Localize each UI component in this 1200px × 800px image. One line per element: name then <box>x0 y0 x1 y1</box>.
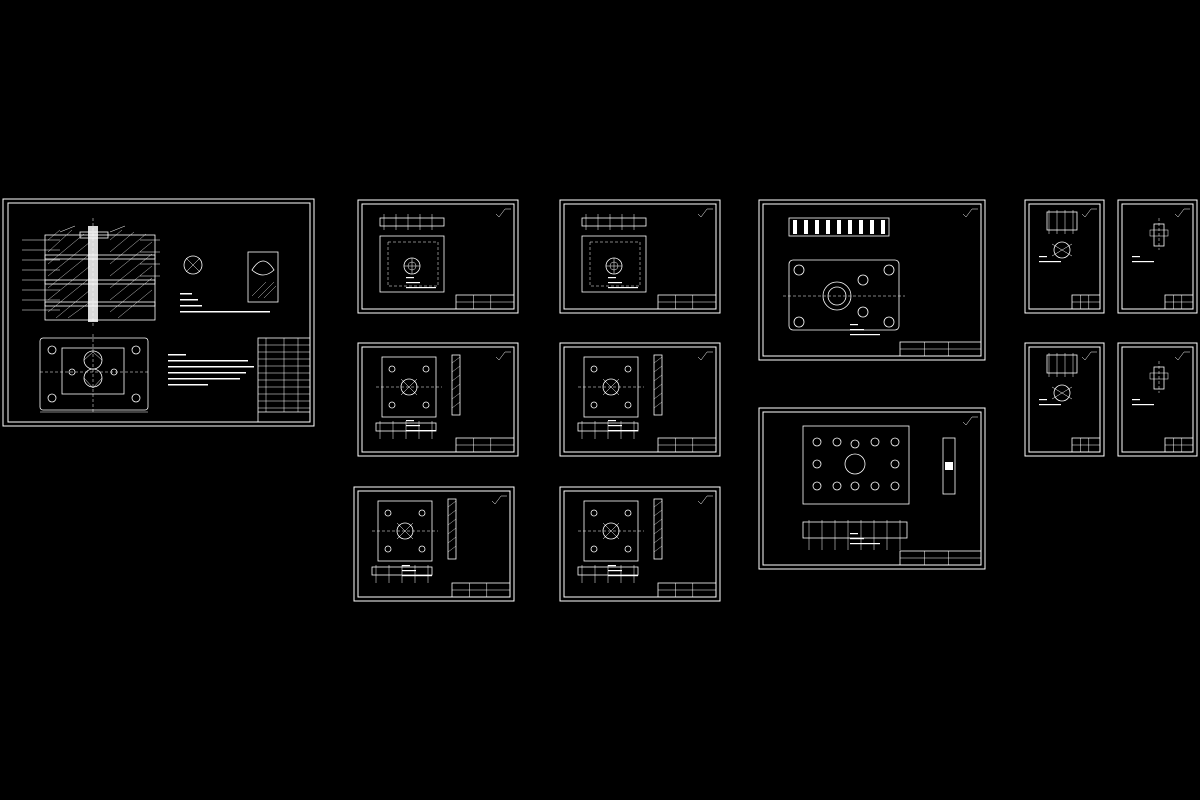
part-geometry <box>371 498 457 583</box>
sheet-border-outer <box>1117 342 1198 457</box>
part-geometry <box>375 354 461 439</box>
sheet-part-c[interactable] <box>357 342 519 457</box>
sheet-border-inner <box>361 203 515 310</box>
roughness-mark <box>697 495 713 505</box>
roughness-mark <box>1081 351 1097 361</box>
sheet-border-outer <box>357 342 519 457</box>
sheet-border-outer <box>1024 199 1105 314</box>
part-geometry <box>1149 361 1169 393</box>
sheet-border-outer <box>1024 342 1105 457</box>
sheet-border-outer <box>559 342 721 457</box>
technical-notes <box>608 420 638 432</box>
technical-notes <box>850 533 880 545</box>
sheet-border-inner <box>762 203 982 357</box>
assembly-technical-notes <box>168 293 270 386</box>
title-block <box>899 550 982 566</box>
part-geometry <box>577 354 663 439</box>
sheet-border-inner <box>563 203 717 310</box>
sheet-part-i[interactable] <box>1024 199 1105 314</box>
technical-notes <box>1039 256 1061 263</box>
sheet-border-inner <box>762 411 982 566</box>
sheet-border-inner <box>1028 346 1101 453</box>
roughness-mark <box>491 495 507 505</box>
roughness-mark <box>495 351 511 361</box>
sheet-border-inner <box>7 202 311 423</box>
sheet-border-inner <box>563 346 717 453</box>
roughness-mark <box>495 208 511 218</box>
part-geometry <box>581 214 647 293</box>
part-geometry <box>1046 210 1078 259</box>
sheet-border-inner <box>1121 346 1194 453</box>
sheet-part-d[interactable] <box>559 342 721 457</box>
technical-notes <box>1132 399 1154 406</box>
technical-notes <box>608 565 638 577</box>
title-block <box>455 294 515 310</box>
technical-notes <box>402 565 432 577</box>
technical-notes <box>608 277 638 289</box>
sheet-border-outer <box>758 199 986 361</box>
sheet-part-b[interactable] <box>559 199 721 314</box>
part-geometry <box>802 425 956 550</box>
sheet-border-outer <box>2 198 315 427</box>
technical-notes <box>1039 399 1061 406</box>
assembly-part-profile <box>183 251 279 303</box>
part-geometry <box>577 498 663 583</box>
part-geometry <box>1046 353 1078 402</box>
title-block <box>1164 437 1194 453</box>
title-block <box>657 294 717 310</box>
technical-notes <box>406 420 436 432</box>
title-block <box>1071 437 1101 453</box>
roughness-mark <box>1174 208 1190 218</box>
sheet-border-outer <box>357 199 519 314</box>
part-geometry <box>379 214 445 293</box>
sheet-part-a[interactable] <box>357 199 519 314</box>
part-geometry <box>783 217 905 331</box>
title-block <box>1071 294 1101 310</box>
title-block <box>1164 294 1194 310</box>
sheet-border-outer <box>353 486 515 602</box>
sheet-part-h[interactable] <box>758 407 986 570</box>
roughness-mark <box>962 208 978 218</box>
sheet-part-j[interactable] <box>1117 199 1198 314</box>
sheet-border-inner <box>1028 203 1101 310</box>
assembly-section-view <box>22 218 160 326</box>
assembly-parts-list <box>257 337 311 423</box>
part-geometry <box>1149 218 1169 250</box>
assembly-plan-view <box>39 334 149 414</box>
title-block <box>455 437 515 453</box>
sheet-border-inner <box>361 346 515 453</box>
sheet-part-e[interactable] <box>353 486 515 602</box>
roughness-mark <box>962 416 978 426</box>
roughness-mark <box>697 208 713 218</box>
sheet-border-inner <box>563 490 717 598</box>
sheet-border-outer <box>1117 199 1198 314</box>
sheet-part-f[interactable] <box>559 486 721 602</box>
title-block <box>657 582 717 598</box>
sheet-part-k[interactable] <box>1024 342 1105 457</box>
title-block <box>899 341 982 357</box>
title-block <box>451 582 511 598</box>
sheet-border-outer <box>559 486 721 602</box>
technical-notes <box>406 277 436 289</box>
sheet-part-g[interactable] <box>758 199 986 361</box>
title-block <box>657 437 717 453</box>
sheet-border-outer <box>758 407 986 570</box>
technical-notes <box>1132 256 1154 263</box>
sheet-border-outer <box>559 199 721 314</box>
roughness-mark <box>1174 351 1190 361</box>
sheet-part-l[interactable] <box>1117 342 1198 457</box>
roughness-mark <box>697 351 713 361</box>
sheet-border-inner <box>1121 203 1194 310</box>
sheet-assembly[interactable] <box>2 198 315 427</box>
roughness-mark <box>1081 208 1097 218</box>
sheet-border-inner <box>357 490 511 598</box>
